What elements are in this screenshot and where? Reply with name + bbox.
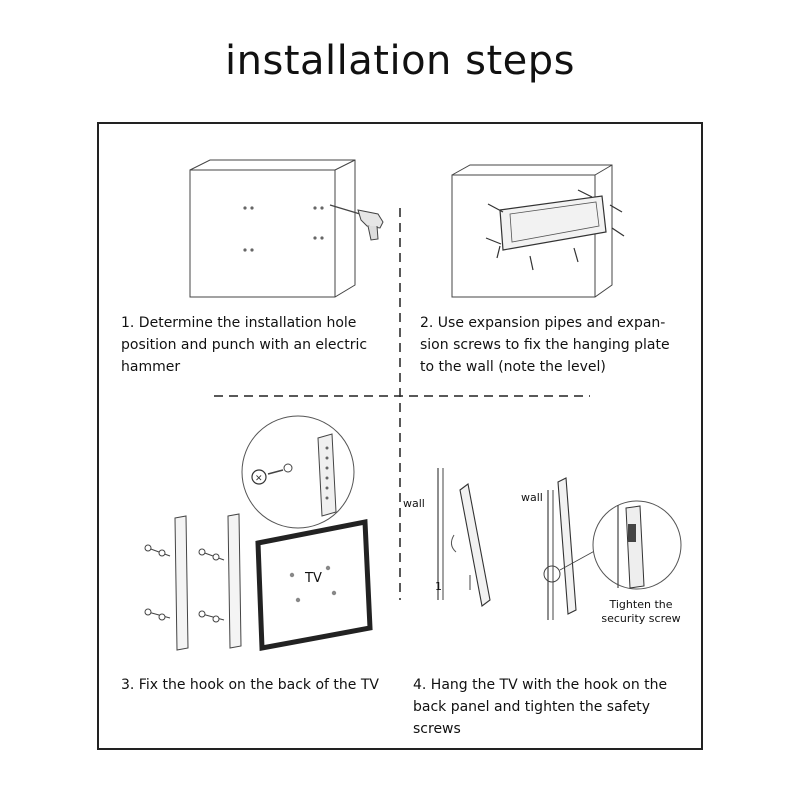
step-4-line-3: screws: [413, 721, 461, 737]
step-4-line-2: back panel and tighten the safety: [413, 699, 650, 715]
step-1-text: 1. Determine the installation hole posit…: [121, 312, 367, 378]
magnified-screw-detail: ✕: [241, 415, 355, 529]
step-3-line-1: 3. Fix the hook on the back of the TV: [121, 677, 379, 693]
step-1-line-3: hammer: [121, 359, 181, 375]
hanging-plate-icon: [485, 189, 625, 271]
tv-side-view-2: [543, 477, 601, 620]
electric-drill-icon: [329, 204, 384, 241]
step-2-line-1: 2. Use expansion pipes and expan-: [420, 315, 666, 331]
step-2-text: 2. Use expansion pipes and expan- sion s…: [420, 312, 670, 378]
step-1-line-1: 1. Determine the installation hole: [121, 315, 357, 331]
step-4-text: 4. Hang the TV with the hook on the back…: [413, 674, 667, 740]
step-2-line-3: to the wall (note the level): [420, 359, 606, 375]
wall-label-left: wall: [403, 497, 425, 510]
tighten-label-line-2: security screw: [601, 612, 681, 625]
step-3-text: 3. Fix the hook on the back of the TV: [121, 674, 379, 696]
instruction-frame: [97, 122, 703, 750]
svg-text:✕: ✕: [255, 474, 263, 484]
tv-side-view-1: [437, 468, 491, 607]
tv-bracket-left: [144, 515, 189, 651]
wall-label-right: wall: [521, 491, 543, 504]
tv-bracket-right: [198, 513, 242, 649]
tv-label: TV: [305, 571, 322, 586]
step-2-line-2: sion screws to fix the hanging plate: [420, 337, 670, 353]
magnified-security-screw: [592, 500, 682, 590]
tighten-label-line-1: Tighten the: [609, 598, 673, 611]
tv-back-panel: [255, 518, 373, 651]
tighten-label: Tighten the security screw: [596, 598, 686, 626]
step-1-line-2: position and punch with an electric: [121, 337, 368, 353]
wall-block-illustration-1: [189, 159, 356, 298]
step-number-label: 1: [435, 580, 442, 593]
page-title: installation steps: [225, 38, 575, 84]
step-4-line-1: 4. Hang the TV with the hook on the: [413, 677, 668, 693]
